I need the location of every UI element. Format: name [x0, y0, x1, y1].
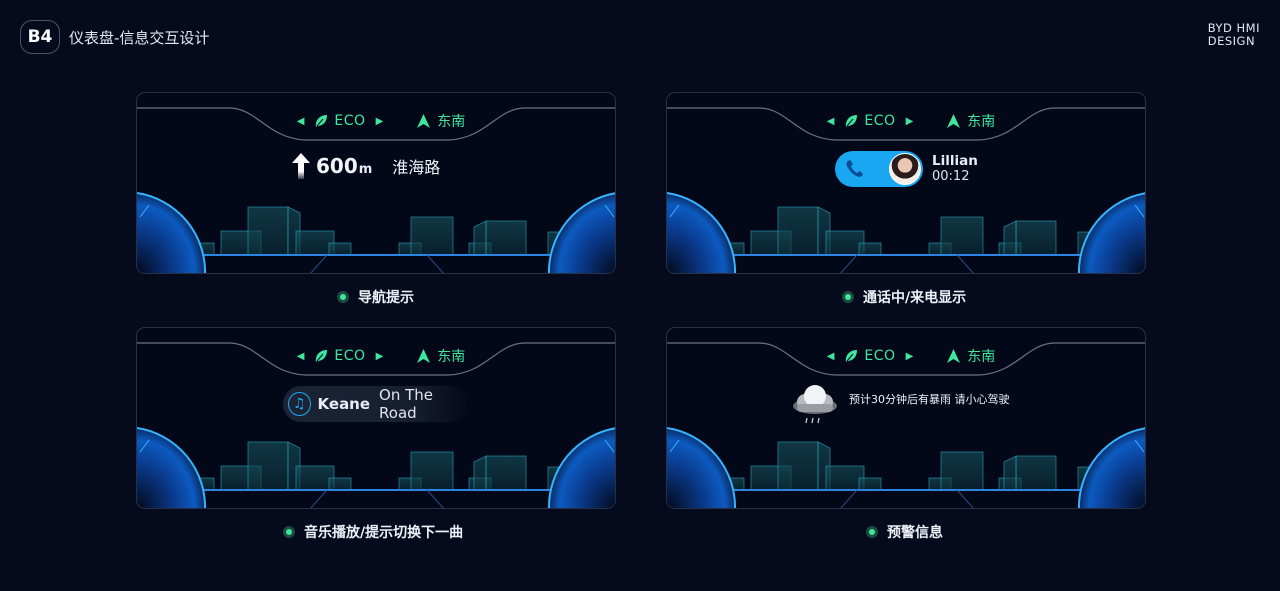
nav-unit: m [358, 161, 373, 177]
warning-message: 预计30分钟后有暴雨 请小心驾驶 [849, 393, 1010, 406]
page-title: 仪表盘-信息交互设计 [69, 28, 210, 47]
drive-mode-label: ECO [864, 348, 896, 364]
compass: 东南 [417, 111, 465, 131]
cluster-background [137, 107, 615, 273]
bullet-icon [283, 526, 295, 538]
bullet-icon [337, 291, 349, 303]
panel-warning: ◀ ECO ▶ 东南 预计30分钟后有暴雨 请小心驾驶 [666, 327, 1146, 509]
panel-music: ◀ ECO ▶ 东南 ♫ Keane On The Road [136, 327, 616, 509]
call-widget[interactable]: Lillian 00:12 [835, 151, 978, 187]
call-pill[interactable] [835, 151, 923, 187]
drive-mode-label: ECO [334, 113, 366, 129]
brand-logo: BYD HMI DESIGN [1208, 22, 1260, 48]
cluster-background [667, 342, 1145, 508]
weather-warning: 预计30分钟后有暴雨 请小心驾驶 [791, 384, 1010, 426]
music-note-icon: ♫ [288, 392, 311, 416]
call-duration: 00:12 [932, 169, 970, 184]
page-header: B4 仪表盘-信息交互设计 [20, 20, 209, 54]
mode-prev-icon[interactable]: ◀ [296, 350, 305, 362]
north-arrow-icon [947, 114, 961, 128]
status-bar: ◀ ECO ▶ 东南 [137, 346, 615, 366]
brand-line-1: BYD HMI [1207, 21, 1260, 35]
bullet-icon [866, 526, 878, 538]
brand-line-2: DESIGN [1207, 34, 1256, 48]
music-artist: Keane [317, 395, 371, 413]
status-bar: ◀ ECO ▶ 东南 [667, 346, 1145, 366]
direction-label: 东南 [967, 114, 996, 130]
mode-prev-icon[interactable]: ◀ [296, 115, 305, 127]
leaf-icon [316, 350, 328, 362]
north-arrow-icon [947, 349, 961, 363]
caller-name: Lillian [932, 153, 978, 169]
status-bar: ◀ ECO ▶ 东南 [667, 111, 1145, 131]
nav-prompt: 600 m 淮海路 [292, 153, 440, 179]
music-song-title: On The Road [379, 386, 434, 422]
mode-prev-icon[interactable]: ◀ [826, 350, 835, 362]
panel-call: ◀ ECO ▶ 东南 Lillian 00:12 [666, 92, 1146, 274]
leaf-icon [316, 115, 328, 127]
caption-navigation: 导航提示 [337, 287, 414, 307]
caption-text: 通话中/来电显示 [863, 290, 967, 306]
caption-text: 音乐播放/提示切换下一曲 [304, 525, 464, 541]
compass: 东南 [947, 111, 995, 131]
phone-icon [846, 160, 863, 177]
caption-text: 导航提示 [358, 290, 414, 306]
bullet-icon [842, 291, 854, 303]
direction-label: 东南 [437, 114, 466, 130]
direction-label: 东南 [967, 349, 996, 365]
drive-mode-label: ECO [334, 348, 366, 364]
caption-warning: 预警信息 [866, 522, 943, 542]
mode-next-icon[interactable]: ▶ [375, 115, 384, 127]
caption-call: 通话中/来电显示 [842, 287, 966, 307]
leaf-icon [846, 115, 858, 127]
caption-text: 预警信息 [887, 525, 943, 541]
cluster-background [667, 107, 1145, 273]
compass: 东南 [947, 346, 995, 366]
mode-next-icon[interactable]: ▶ [375, 350, 384, 362]
caller-avatar [889, 153, 921, 185]
north-arrow-icon [417, 349, 431, 363]
drive-mode-label: ECO [864, 113, 896, 129]
mode-next-icon[interactable]: ▶ [905, 115, 914, 127]
caption-music: 音乐播放/提示切换下一曲 [283, 522, 463, 542]
compass: 东南 [417, 346, 465, 366]
status-bar: ◀ ECO ▶ 东南 [137, 111, 615, 131]
mode-next-icon[interactable]: ▶ [905, 350, 914, 362]
leaf-icon [846, 350, 858, 362]
music-widget[interactable]: ♫ Keane On The Road [283, 386, 469, 422]
cluster-background [137, 342, 615, 508]
north-arrow-icon [417, 114, 431, 128]
direction-label: 东南 [437, 349, 466, 365]
rain-cloud-icon [793, 385, 837, 424]
mode-prev-icon[interactable]: ◀ [826, 115, 835, 127]
straight-arrow-icon [292, 153, 310, 179]
nav-road-name: 淮海路 [392, 158, 441, 177]
nav-distance: 600 [316, 154, 358, 178]
section-badge: B4 [20, 20, 60, 54]
panel-navigation: ◀ ECO ▶ 东南 600 m 淮海路 [136, 92, 616, 274]
